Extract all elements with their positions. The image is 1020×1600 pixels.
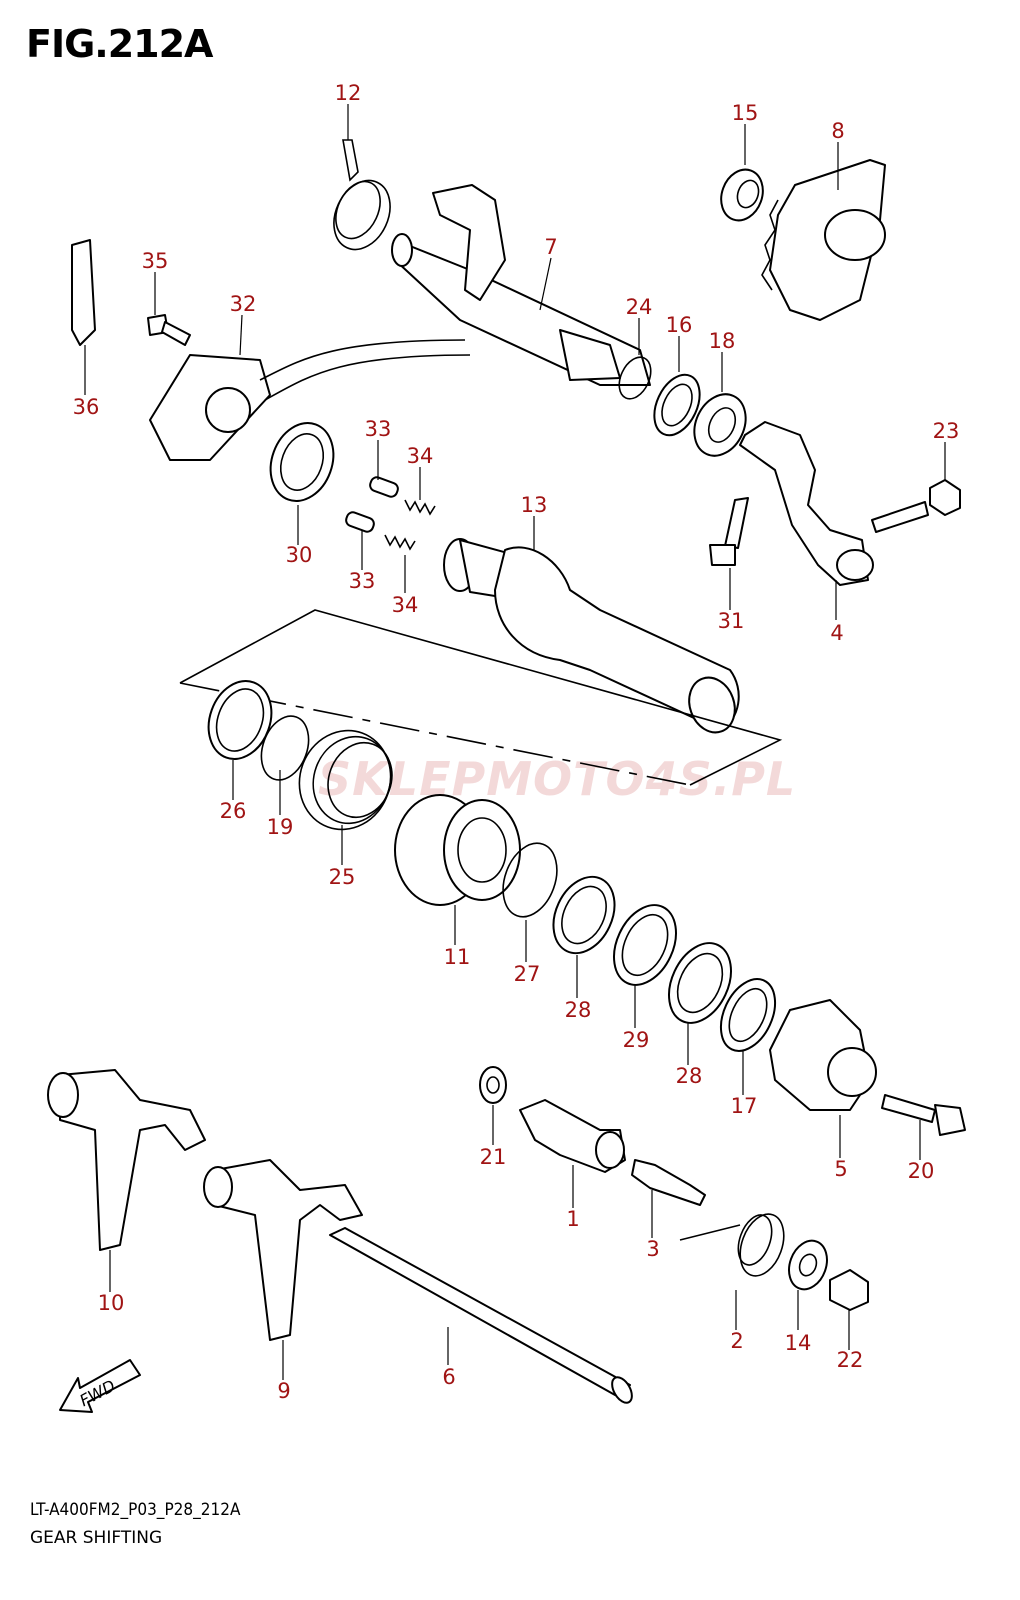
label-18: 18 — [709, 329, 736, 353]
label-21: 21 — [480, 1145, 507, 1169]
part-6-fork-shaft[interactable] — [329, 1227, 636, 1406]
part-15-collar[interactable] — [714, 164, 769, 227]
part-1-stopper-arm[interactable] — [519, 1099, 626, 1173]
part-29-bearing[interactable] — [602, 895, 688, 995]
part-4-shift-arm[interactable] — [739, 421, 874, 586]
label-4: 4 — [830, 621, 843, 645]
diagram-code: LT-A400FM2_P03_P28_212A — [30, 1500, 241, 1520]
label-26: 26 — [220, 799, 247, 823]
label-10: 10 — [98, 1291, 125, 1315]
label-3: 3 — [646, 1237, 659, 1261]
label-36: 36 — [73, 395, 100, 419]
label-31: 31 — [718, 609, 745, 633]
part-19-circlip[interactable] — [253, 709, 317, 786]
label-12: 12 — [335, 81, 362, 105]
part-2-return-spring[interactable] — [679, 1208, 792, 1282]
part-33-pin-lower[interactable] — [344, 511, 375, 534]
part-5-cam-stopper[interactable] — [769, 999, 877, 1111]
part-24-circlip[interactable] — [613, 352, 657, 404]
watermark: SKLEPMOTO4S.PL — [318, 752, 797, 806]
label-22: 22 — [837, 1348, 864, 1372]
part-11-guide[interactable] — [394, 794, 521, 906]
label-29: 29 — [623, 1028, 650, 1052]
label-16: 16 — [666, 313, 693, 337]
part-9-shift-fork[interactable] — [203, 1159, 363, 1341]
label-25: 25 — [329, 865, 356, 889]
label-14: 14 — [785, 1331, 812, 1355]
part-3-bolt[interactable] — [631, 1159, 706, 1206]
part-4-bolt[interactable] — [871, 501, 929, 533]
label-24: 24 — [626, 295, 653, 319]
label-34-lower: 34 — [392, 593, 419, 617]
part-28-washer-upper[interactable] — [542, 867, 627, 963]
label-35: 35 — [142, 249, 169, 273]
part-35-bolt[interactable] — [147, 314, 191, 346]
part-34-spring-upper[interactable] — [404, 499, 436, 516]
part-8-gear-arm[interactable] — [761, 159, 886, 321]
label-8: 8 — [831, 119, 844, 143]
assembly-outline — [179, 609, 783, 786]
label-32: 32 — [230, 292, 257, 316]
figure-title: FIG.212A — [26, 22, 213, 66]
part-27-circlip[interactable] — [494, 836, 567, 925]
label-1: 1 — [566, 1207, 579, 1231]
part-13-gearshift-cam[interactable] — [443, 538, 742, 739]
part-7-shift-shaft[interactable] — [391, 184, 651, 386]
part-34-spring-lower[interactable] — [384, 534, 416, 551]
part-31-bolt[interactable] — [709, 497, 749, 566]
label-30: 30 — [286, 543, 313, 567]
label-28-upper: 28 — [565, 998, 592, 1022]
part-30-washer[interactable] — [260, 414, 344, 510]
label-23: 23 — [933, 419, 960, 443]
label-34-upper: 34 — [407, 444, 434, 468]
label-15: 15 — [732, 101, 759, 125]
label-20: 20 — [908, 1159, 935, 1183]
part-26-washer[interactable] — [198, 672, 282, 768]
label-5: 5 — [834, 1157, 847, 1181]
label-28-lower: 28 — [676, 1064, 703, 1088]
part-14-washer[interactable] — [783, 1235, 834, 1294]
label-33-upper: 33 — [365, 417, 392, 441]
part-16-washer[interactable] — [645, 368, 708, 443]
part-10-shift-fork[interactable] — [47, 1069, 206, 1251]
label-11: 11 — [444, 945, 471, 969]
part-22-nut[interactable] — [829, 1269, 869, 1311]
part-25-spring[interactable] — [286, 718, 405, 843]
diagram-name: GEAR SHIFTING — [30, 1528, 163, 1548]
part-23-nut[interactable] — [929, 479, 961, 516]
label-2: 2 — [730, 1329, 743, 1353]
part-17-washer[interactable] — [710, 970, 786, 1059]
label-17: 17 — [731, 1094, 758, 1118]
part-20-bolt[interactable] — [881, 1094, 966, 1136]
label-13: 13 — [521, 493, 548, 517]
label-27: 27 — [514, 962, 541, 986]
part-36-clip[interactable] — [71, 239, 96, 346]
part-18-oil-seal[interactable] — [685, 386, 756, 464]
label-33-lower: 33 — [349, 569, 376, 593]
part-28-washer-lower[interactable] — [657, 933, 743, 1033]
label-6: 6 — [442, 1365, 455, 1389]
label-9: 9 — [277, 1379, 290, 1403]
label-19: 19 — [267, 815, 294, 839]
fwd-arrow-icon: FWD — [59, 1359, 141, 1413]
part-33-pin-upper[interactable] — [368, 476, 399, 499]
part-12-spring[interactable] — [323, 139, 401, 259]
part-32-gear-position-sensor[interactable] — [149, 339, 471, 461]
part-21-washer[interactable] — [479, 1066, 507, 1104]
label-7: 7 — [544, 235, 557, 259]
